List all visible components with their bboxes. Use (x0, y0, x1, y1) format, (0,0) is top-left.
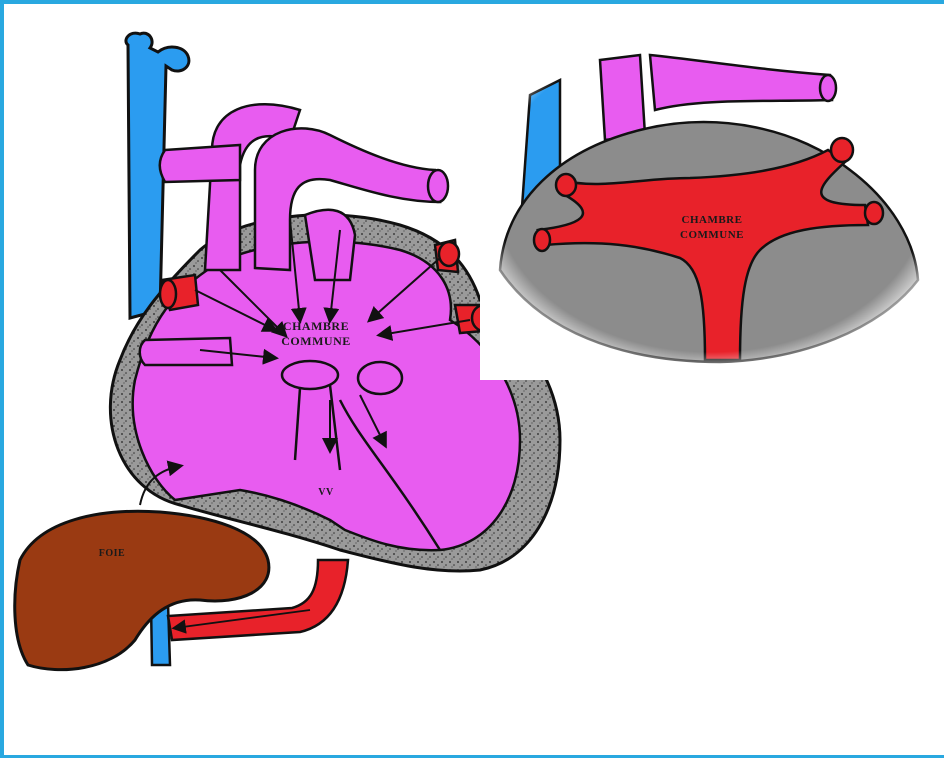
chamber-label-1: CHAMBRE (283, 319, 349, 333)
left-branch-vessel (160, 145, 240, 182)
inset-view: CHAMBRE COMMUNE (480, 40, 942, 380)
inset-chamber-label-2: COMMUNE (680, 229, 744, 241)
main-heart: CHAMBRE COMMUNE VV FOIE (15, 33, 560, 670)
ventricle-label: VV (318, 487, 334, 498)
liver (15, 511, 269, 669)
liver-label: FOIE (99, 548, 125, 559)
central-vessel (305, 210, 355, 280)
chamber-label-2: COMMUNE (281, 334, 351, 348)
inset-chamber-label-1: CHAMBRE (682, 214, 743, 226)
